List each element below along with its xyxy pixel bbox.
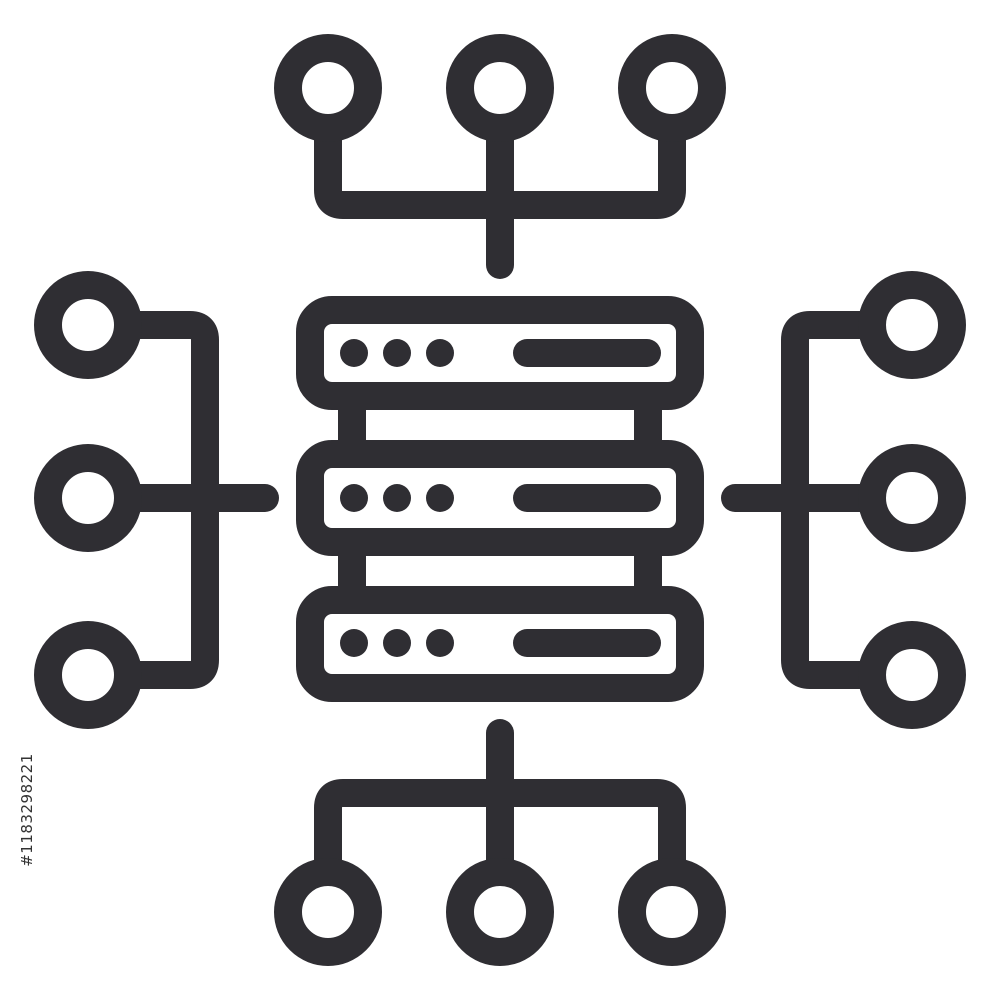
node-circle-icon [34,444,142,552]
node-circle-icon [274,858,382,966]
node-circle-icon [446,34,554,142]
server-unit-top [296,296,704,410]
node-circle-icon [446,858,554,966]
network-branch-left [34,271,279,729]
node-circle-icon [34,271,142,379]
connector-line [314,779,686,878]
node-circle-icon [34,621,142,729]
status-light-icon [383,629,411,657]
status-light-icon [426,484,454,512]
network-branch-bottom [274,719,726,966]
node-circle-icon [274,34,382,142]
server-unit-middle [296,440,704,556]
stock-id-watermark: #1183298221 [18,753,36,867]
server-unit-frame [296,440,704,556]
connector-line [314,122,686,219]
server-unit-bottom [296,586,704,702]
server-unit-frame [296,296,704,410]
node-circle-icon [618,34,726,142]
connector-line [122,311,219,689]
node-circle-icon [858,271,966,379]
status-light-icon [340,484,368,512]
status-light-icon [340,629,368,657]
status-light-icon [383,339,411,367]
status-light-icon [426,339,454,367]
server-stack [296,296,704,702]
status-light-icon [383,484,411,512]
connector-line [781,311,878,689]
node-circle-icon [858,444,966,552]
status-light-icon [340,339,368,367]
network-branch-top [274,34,726,279]
node-circle-icon [618,858,726,966]
server-unit-frame [296,586,704,702]
network-branch-right [721,271,966,729]
status-light-icon [426,629,454,657]
node-circle-icon [858,621,966,729]
